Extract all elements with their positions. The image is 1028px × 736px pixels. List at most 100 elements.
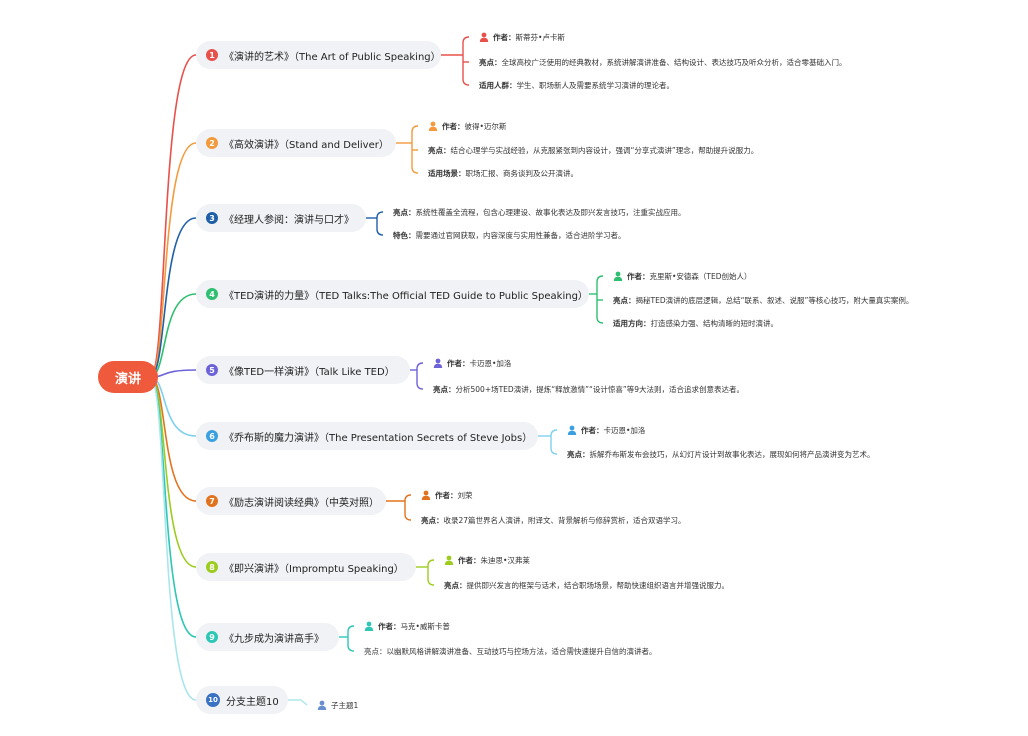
detail-item[interactable]: 亮点：揭秘TED演讲的底层逻辑，总结“联系、叙述、说服”等核心技巧，附大量真实案… xyxy=(613,294,913,306)
detail-colon: ： xyxy=(459,580,467,590)
branch-title: 《励志演讲阅读经典》（中英对照） xyxy=(224,497,379,509)
person-icon xyxy=(613,271,627,281)
detail-bracket xyxy=(376,211,384,236)
detail-value: 亮点：以幽默风格讲解演讲准备、互动技巧与控场方法，适合需快速提升自信的演讲者。 xyxy=(364,646,657,656)
branch-topic-1[interactable]: 1《演讲的艺术》（The Art of Public Speaking） xyxy=(196,41,441,69)
detail-item[interactable]: 亮点：系统性覆盖全流程，包含心理建设、故事化表达及即兴发言技巧，注重实战应用。 xyxy=(393,206,686,218)
detail-value: 卡迈恩•加洛 xyxy=(603,425,646,435)
author-detail[interactable]: 作者：卡迈恩•加洛 xyxy=(433,357,511,369)
detail-value: 朱迪思•汉弗莱 xyxy=(480,555,530,565)
detail-colon: ： xyxy=(408,207,416,217)
branch-title: 《TED演讲的力量》（TED Talks:The Official TED Gu… xyxy=(224,290,588,302)
detail-value: 提供即兴发言的框架与话术，结合职场场景，帮助快速组织语言并增强说服力。 xyxy=(466,580,730,590)
detail-item[interactable]: 亮点：结合心理学与实战经验，从克服紧张到内容设计，强调“分享式演讲”理念，帮助提… xyxy=(428,144,758,156)
detail-label: 作者 xyxy=(442,121,457,131)
detail-label: 亮点 xyxy=(613,295,628,305)
detail-value: 克里斯•安德森（TED创始人） xyxy=(649,271,752,281)
branch-title: 《乔布斯的魔力演讲》（The Presentation Secrets of S… xyxy=(224,432,533,444)
detail-item[interactable]: 特色：需要通过官网获取，内容深度与实用性兼备，适合进阶学习者。 xyxy=(393,229,626,241)
author-detail[interactable]: 作者：卡迈恩•加洛 xyxy=(567,424,645,436)
detail-label: 亮点 xyxy=(433,384,448,394)
person-icon xyxy=(317,700,331,710)
detail-value: 彼得•迈尔斯 xyxy=(464,121,507,131)
branch-title: 《经理人参阅：演讲与口才》 xyxy=(224,214,354,226)
branch-topic-2[interactable]: 2《高效演讲》（Stand and Deliver） xyxy=(196,129,396,157)
branch-title: 《演讲的艺术》（The Art of Public Speaking） xyxy=(224,51,441,63)
detail-colon: ： xyxy=(436,515,444,525)
branch-title: 《九步成为演讲高手》 xyxy=(224,633,324,645)
detail-value: 拆解乔布斯发布会技巧，从幻灯片设计到故事化表达，展现如何将产品演讲变为艺术。 xyxy=(589,449,875,459)
author-detail[interactable]: 作者：斯蒂芬•卢卡斯 xyxy=(479,31,565,43)
detail-colon: ： xyxy=(457,121,465,131)
detail-label: 作者 xyxy=(627,271,642,281)
detail-label: 作者 xyxy=(458,555,473,565)
detail-item[interactable]: 亮点：拆解乔布斯发布会技巧，从幻灯片设计到故事化表达，展现如何将产品演讲变为艺术… xyxy=(567,448,875,460)
detail-label: 作者 xyxy=(435,490,450,500)
detail-bracket xyxy=(347,625,355,652)
detail-value: 系统性覆盖全流程，包含心理建设、故事化表达及即兴发言技巧，注重实战应用。 xyxy=(415,207,686,217)
number-badge: 5 xyxy=(206,364,218,376)
detail-value: 分析500+场TED演讲，提炼“释放激情”“设计惊喜”等9大法则，适合追求创意表… xyxy=(455,384,745,394)
detail-label: 亮点 xyxy=(479,57,494,67)
detail-value: 斯蒂芬•卢卡斯 xyxy=(515,32,565,42)
detail-item[interactable]: 亮点：分析500+场TED演讲，提炼“释放激情”“设计惊喜”等9大法则，适合追求… xyxy=(433,383,744,395)
detail-label: 作者 xyxy=(493,32,508,42)
detail-label: 适用人群 xyxy=(479,80,509,90)
branch-topic-7[interactable]: 7《励志演讲阅读经典》（中英对照） xyxy=(196,487,386,515)
detail-item[interactable]: 适用方向：打造感染力强、结构清晰的短时演讲。 xyxy=(613,317,778,329)
detail-label: 适用场景 xyxy=(428,168,458,178)
detail-value: 揭秘TED演讲的底层逻辑，总结“联系、叙述、说服”等核心技巧，附大量真实案例。 xyxy=(635,295,914,305)
person-icon xyxy=(479,32,493,42)
branch-topic-9[interactable]: 9 《九步成为演讲高手》 xyxy=(196,623,339,651)
detail-value: 结合心理学与实战经验，从克服紧张到内容设计，强调“分享式演讲”理念，帮助提升说服… xyxy=(450,145,759,155)
detail-colon: ： xyxy=(582,449,590,459)
detail-value: 学生、职场新人及需要系统学习演讲的理论者。 xyxy=(516,80,675,90)
branch-topic-6[interactable]: 6《乔布斯的魔力演讲》（The Presentation Secrets of … xyxy=(196,422,538,450)
detail-value: 子主题1 xyxy=(331,700,359,710)
branch-topic-3[interactable]: 3 《经理人参阅：演讲与口才》 xyxy=(196,204,366,232)
detail-colon: ： xyxy=(448,384,456,394)
detail-value: 马克•威斯卡普 xyxy=(400,621,450,631)
branch-topic-8[interactable]: 8《即兴演讲》（Impromptu Speaking） xyxy=(196,553,416,581)
detail-item[interactable]: 亮点：以幽默风格讲解演讲准备、互动技巧与控场方法，适合需快速提升自信的演讲者。 xyxy=(364,645,657,657)
person-icon xyxy=(567,425,581,435)
detail-item[interactable]: 亮点：全球高校广泛使用的经典教材，系统讲解演讲准备、结构设计、表达技巧及听众分析… xyxy=(479,56,847,68)
detail-label: 亮点 xyxy=(444,580,459,590)
number-badge: 9 xyxy=(206,631,218,643)
detail-label: 亮点 xyxy=(421,515,436,525)
author-detail[interactable]: 作者：彼得•迈尔斯 xyxy=(428,120,506,132)
author-detail[interactable]: 作者：刘荣 xyxy=(421,489,473,501)
detail-label: 特色 xyxy=(393,230,408,240)
branch-topic-4[interactable]: 4《TED演讲的力量》（TED Talks:The Official TED G… xyxy=(196,280,589,308)
number-badge: 3 xyxy=(206,212,218,224)
author-detail[interactable]: 作者：朱迪思•汉弗莱 xyxy=(444,554,530,566)
detail-label: 作者 xyxy=(378,621,393,631)
detail-item[interactable]: 适用场景：职场汇报、商务谈判及公开演讲。 xyxy=(428,167,578,179)
person-icon xyxy=(421,490,435,500)
detail-bracket xyxy=(404,494,412,521)
detail-colon: ： xyxy=(509,80,517,90)
detail-label: 亮点 xyxy=(567,449,582,459)
detail-colon: ： xyxy=(628,295,636,305)
detail-colon: ： xyxy=(508,32,516,42)
detail-value: 需要通过官网获取，内容深度与实用性兼备，适合进阶学习者。 xyxy=(415,230,626,240)
detail-item[interactable]: 亮点：收录27篇世界名人演讲，附译文、背景解析与修辞赏析，适合双语学习。 xyxy=(421,514,686,526)
detail-colon: ： xyxy=(473,555,481,565)
author-detail[interactable]: 作者：马克•威斯卡普 xyxy=(364,620,450,632)
detail-item[interactable]: 亮点：提供即兴发言的框架与话术，结合职场场景，帮助快速组织语言并增强说服力。 xyxy=(444,579,729,591)
detail-bracket xyxy=(416,362,424,390)
branch-title: 《高效演讲》（Stand and Deliver） xyxy=(224,139,389,151)
detail-colon: ： xyxy=(450,490,458,500)
person-icon xyxy=(364,621,378,631)
detail-colon: ： xyxy=(443,145,451,155)
detail-value: 收录27篇世界名人演讲，附译文、背景解析与修辞赏析，适合双语学习。 xyxy=(443,515,686,525)
branch-topic-5[interactable]: 5《像TED一样演讲》（Talk Like TED） xyxy=(196,356,410,384)
author-detail[interactable]: 子主题1 xyxy=(317,699,358,711)
author-detail[interactable]: 作者：克里斯•安德森（TED创始人） xyxy=(613,270,752,282)
branch-connector xyxy=(149,376,197,638)
detail-tick xyxy=(300,699,308,706)
detail-label: 亮点 xyxy=(393,207,408,217)
detail-item[interactable]: 适用人群：学生、职场新人及需要系统学习演讲的理论者。 xyxy=(479,79,674,91)
root-topic[interactable]: 演讲 xyxy=(98,361,158,393)
